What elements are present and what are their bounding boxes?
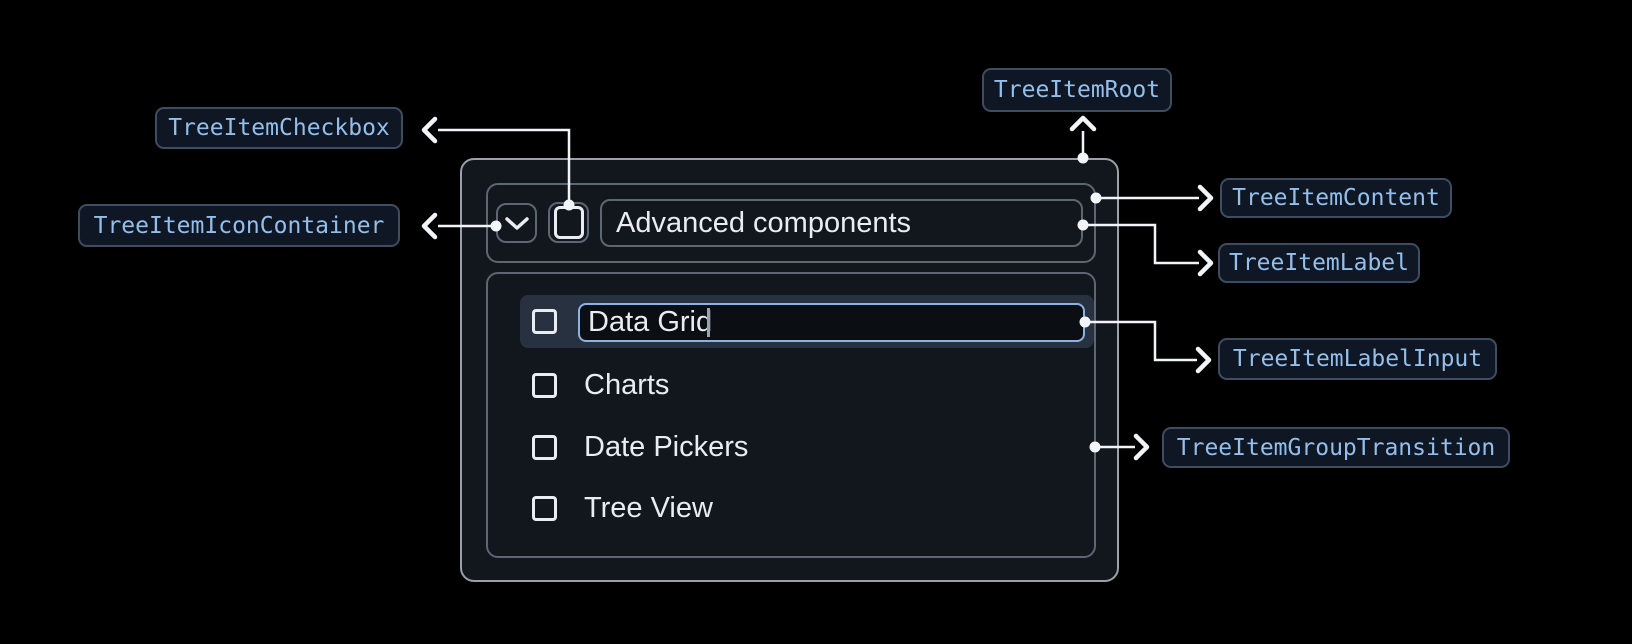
arrow-tree-item-root bbox=[1069, 115, 1097, 164]
tree-item-label[interactable]: Advanced components bbox=[600, 199, 1083, 247]
checkbox-unchecked-icon[interactable] bbox=[532, 435, 557, 460]
tree-row-tree-view[interactable]: Tree View bbox=[520, 482, 1094, 535]
tree-item-group-transition bbox=[486, 272, 1096, 558]
checkbox-unchecked-icon[interactable] bbox=[532, 496, 557, 521]
checkbox-unchecked-icon[interactable] bbox=[532, 309, 557, 334]
tree-item-icon-container[interactable] bbox=[496, 203, 537, 243]
callout-tree-item-label: TreeItemLabel bbox=[1218, 243, 1420, 283]
tree-row-date-pickers[interactable]: Date Pickers bbox=[520, 421, 1094, 474]
tree-item-label-input[interactable] bbox=[578, 303, 1085, 342]
callout-tree-item-root: TreeItemRoot bbox=[982, 68, 1172, 112]
callout-tree-item-icon-container: TreeItemIconContainer bbox=[78, 204, 400, 247]
callout-tree-item-content: TreeItemContent bbox=[1220, 178, 1452, 218]
tree-row-charts[interactable]: Charts bbox=[520, 359, 1094, 412]
tree-row-label: Date Pickers bbox=[584, 431, 749, 463]
chevron-down-icon bbox=[504, 216, 529, 230]
tree-item-root bbox=[460, 158, 1119, 582]
tree-item-checkbox[interactable] bbox=[548, 202, 589, 243]
callout-tree-item-checkbox: TreeItemCheckbox bbox=[155, 107, 403, 149]
checkbox-unchecked-icon[interactable] bbox=[532, 373, 557, 398]
checkbox-unchecked-icon bbox=[553, 206, 584, 239]
tree-row-label: Tree View bbox=[584, 492, 713, 524]
callout-tree-item-group-transition: TreeItemGroupTransition bbox=[1162, 427, 1510, 468]
tree-item-content[interactable] bbox=[486, 183, 1096, 263]
tree-item-label-text: Advanced components bbox=[616, 206, 912, 239]
text-caret bbox=[707, 308, 710, 337]
callout-tree-item-label-input: TreeItemLabelInput bbox=[1218, 338, 1497, 380]
tree-row-label: Charts bbox=[584, 369, 670, 401]
